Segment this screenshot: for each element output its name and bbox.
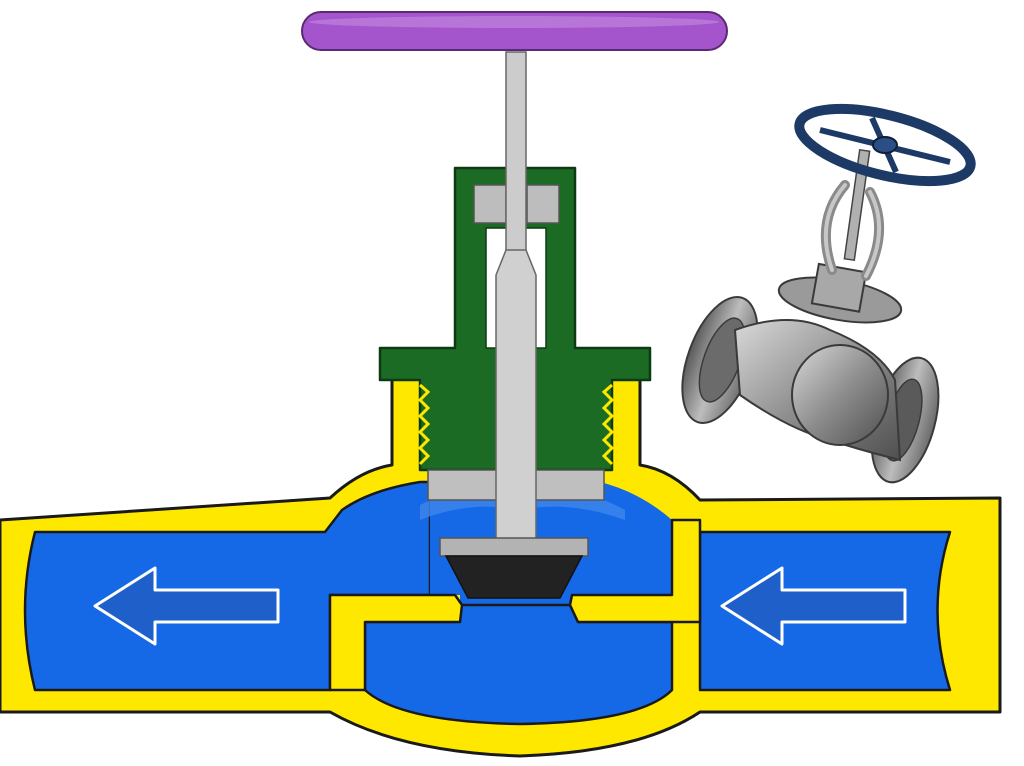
packing-block-right — [526, 184, 560, 224]
handwheel-icon — [301, 11, 728, 51]
valve-stem-upper — [505, 51, 527, 253]
flow-arrow-inlet — [720, 566, 907, 646]
packing-block-left — [473, 184, 507, 224]
partition-wall-left — [328, 593, 464, 692]
flow-arrow-outlet — [93, 566, 280, 646]
valve-disc-seat — [444, 555, 584, 599]
valve-stem-lower — [495, 249, 537, 546]
valve-disc-plate — [439, 537, 589, 557]
globe-valve-photo-icon — [681, 103, 976, 484]
partition-wall-right — [568, 518, 702, 624]
lower-chamber — [363, 603, 674, 726]
bonnet-threads — [417, 383, 615, 466]
